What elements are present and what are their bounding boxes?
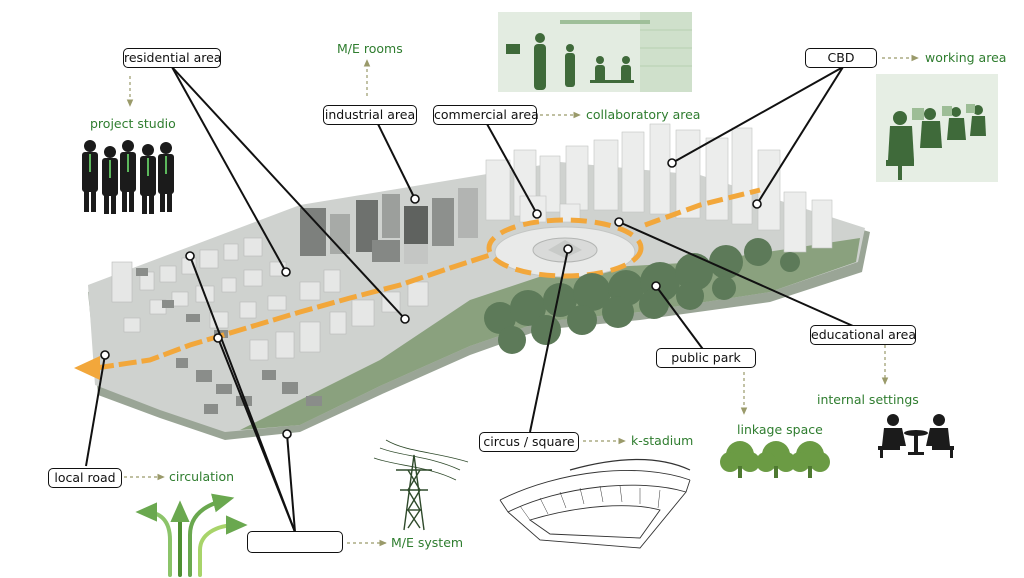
me-system-label: M/E system (391, 535, 464, 550)
leader-lines (85, 66, 863, 533)
k-stadium-label: k-stadium (631, 433, 694, 448)
office-workers-icon (876, 74, 998, 182)
power-pylon-icon (373, 439, 469, 531)
public-park-label: public park (656, 348, 756, 368)
meeting-table-icon (878, 414, 954, 458)
unlabeled-zone-box (247, 531, 343, 553)
business-people-silhouette-icon (82, 140, 174, 214)
collaboratory-area-label: collaboratory area (586, 107, 701, 122)
internal-settings-label: internal settings (817, 392, 919, 407)
linkage-space-label: linkage space (737, 422, 823, 437)
me-rooms-label: M/E rooms (337, 41, 403, 56)
commercial-towers (485, 123, 833, 253)
collaboratory-interior-icon (498, 12, 692, 92)
working-area-label: working area (925, 50, 1007, 65)
dashed-arrows (124, 54, 919, 547)
stadium-sketch-icon (499, 458, 691, 549)
park-trees (484, 238, 800, 354)
residential-buildings (111, 237, 429, 361)
industrial-area-label: industrial area (323, 105, 417, 125)
main-road (74, 187, 761, 380)
tree-icon (720, 441, 830, 478)
educational-area-label: educational area (810, 325, 916, 345)
circulation-arrows-icon (135, 493, 248, 577)
cbd-label: CBD (805, 48, 877, 68)
circulation-label: circulation (169, 469, 235, 484)
commercial-area-label: commercial area (433, 105, 539, 125)
residential-area-label: residential area (123, 48, 221, 68)
project-studio-label: project studio (90, 116, 176, 131)
leader-dots (100, 158, 762, 439)
local-road-label: local road (48, 468, 122, 488)
circus-square-label: circus / square (479, 432, 579, 452)
